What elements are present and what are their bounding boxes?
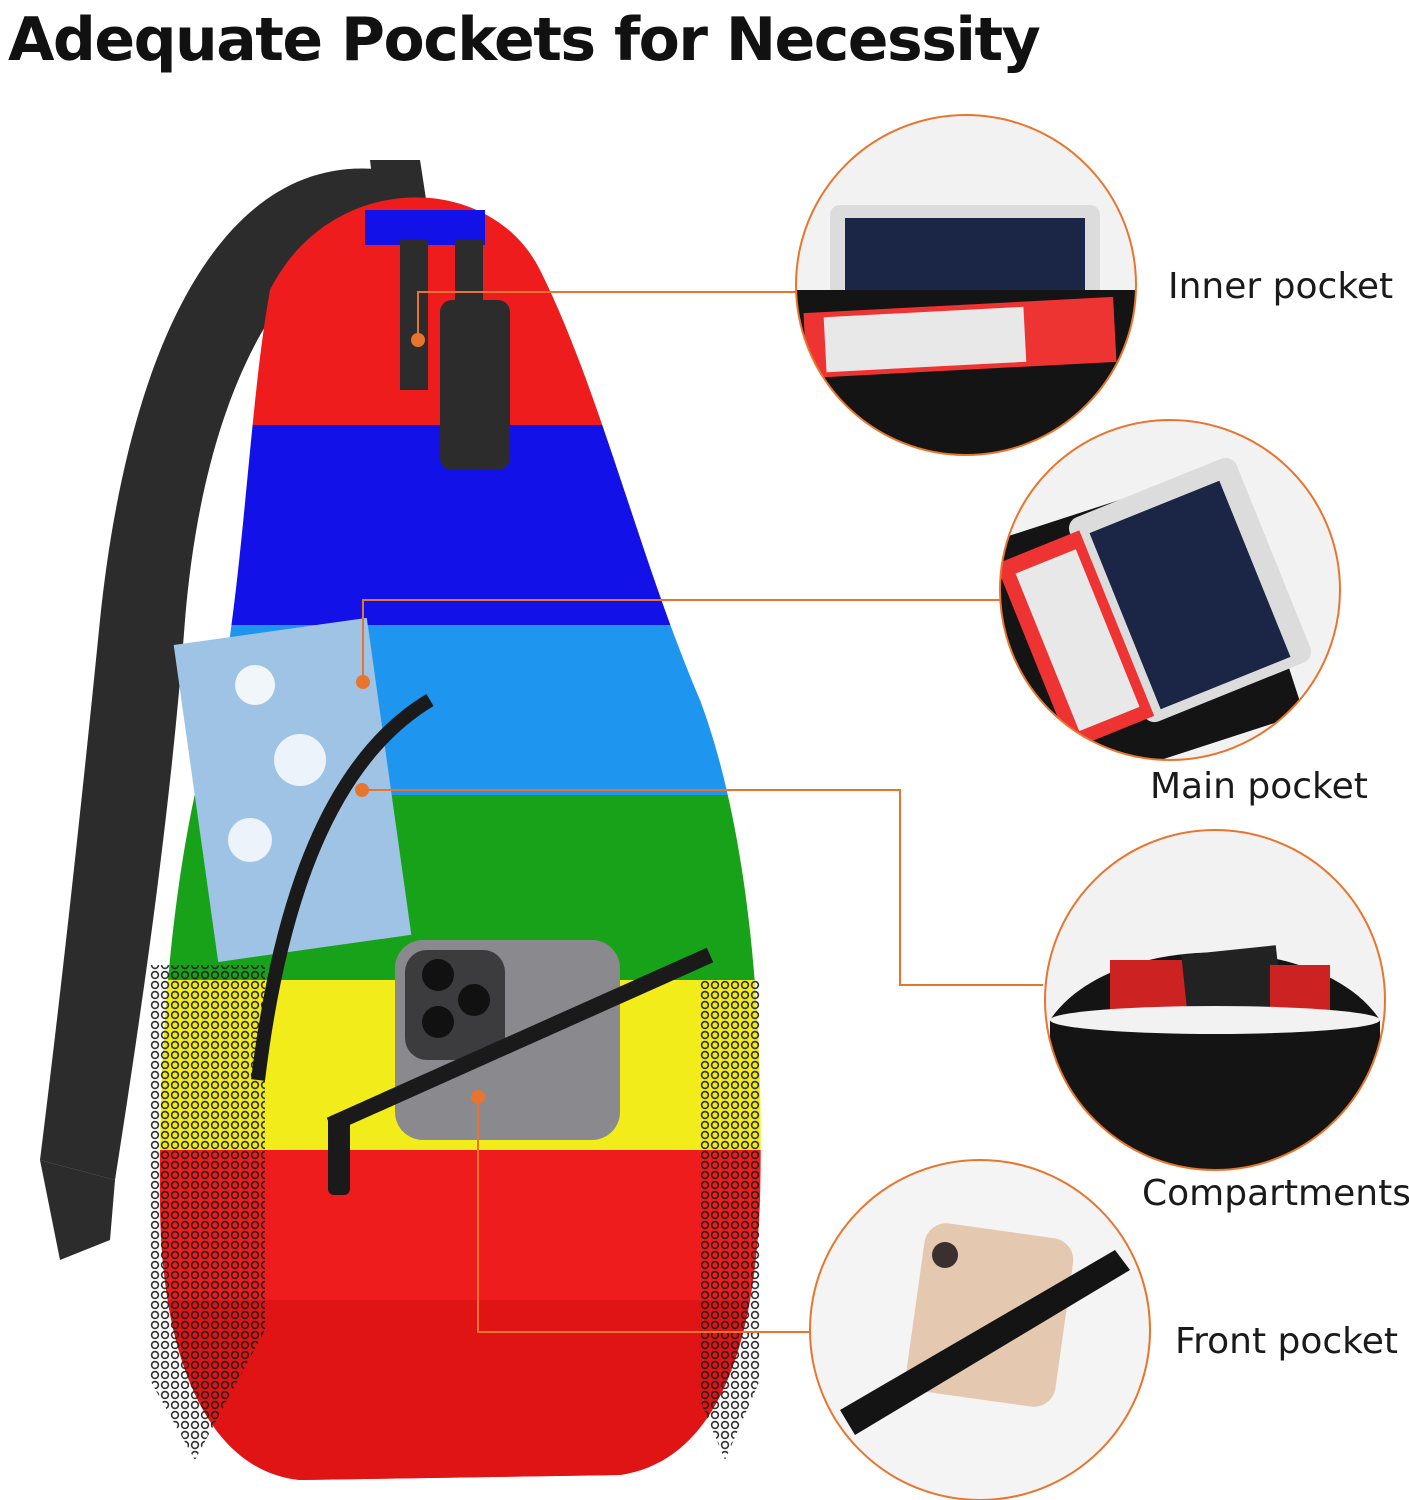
buckle xyxy=(440,300,510,470)
shoulder-strap xyxy=(40,168,395,1181)
front-pocket-label: Front pocket xyxy=(1175,1321,1398,1362)
front-pocket-detail-icon xyxy=(809,1159,1151,1500)
compartments-detail-icon xyxy=(1044,829,1386,1171)
main-pocket-label: Main pocket xyxy=(1150,766,1368,807)
page-title: Adequate Pockets for Necessity xyxy=(8,5,1041,75)
inner-pocket-label: Inner pocket xyxy=(1168,266,1394,307)
inner-pocket-detail-icon xyxy=(795,114,1137,456)
main-pocket-detail-icon xyxy=(999,419,1341,761)
compartments-label: Compartments xyxy=(1142,1173,1409,1214)
